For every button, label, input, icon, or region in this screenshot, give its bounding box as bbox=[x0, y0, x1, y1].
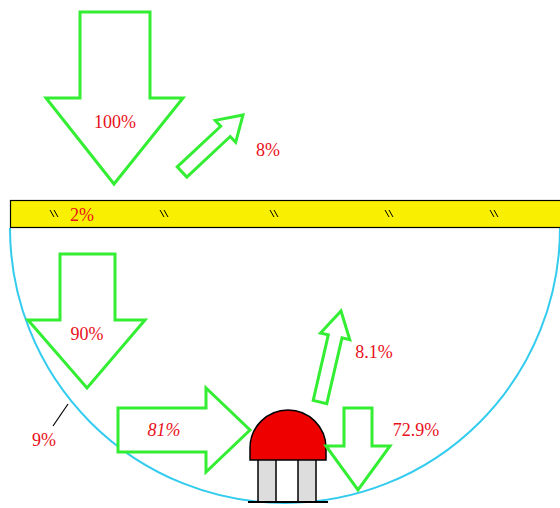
arrow-shape bbox=[118, 388, 250, 472]
flow-arrow: 81% bbox=[116, 386, 254, 478]
node-outline bbox=[116, 386, 254, 478]
glass-mark bbox=[50, 210, 54, 217]
glass-mark bbox=[490, 210, 494, 217]
glass-mark bbox=[385, 210, 389, 217]
percent-label: 72.9% bbox=[393, 421, 440, 439]
glass-mark bbox=[54, 210, 58, 217]
percent-value: 100% bbox=[94, 113, 136, 131]
leader-line bbox=[53, 404, 68, 426]
node-outline bbox=[26, 252, 148, 392]
glass-mark bbox=[160, 210, 164, 217]
percent-value: 2% bbox=[70, 206, 94, 224]
flow-arrow bbox=[177, 115, 243, 177]
glass-mark bbox=[164, 210, 168, 217]
flow-arrow: 90% bbox=[26, 252, 148, 392]
glass-mark bbox=[270, 210, 274, 217]
percent-value: 90% bbox=[71, 325, 104, 343]
band-fill bbox=[11, 201, 560, 228]
arrow-shape bbox=[28, 254, 145, 388]
percent-label: 9% bbox=[32, 431, 56, 449]
percent-label: 8.1% bbox=[355, 343, 393, 361]
receiver-device bbox=[248, 410, 328, 502]
arrow-shape bbox=[46, 12, 183, 184]
glass-band: 2% bbox=[10, 200, 560, 228]
glass-mark bbox=[274, 210, 278, 217]
node-outline bbox=[44, 10, 186, 188]
device-dome bbox=[250, 410, 326, 460]
flow-arrow bbox=[326, 408, 390, 490]
percent-value: 81% bbox=[148, 421, 181, 439]
flow-arrow: 100% bbox=[44, 10, 186, 188]
glass-mark bbox=[389, 210, 393, 217]
bowl-reflector bbox=[10, 228, 560, 503]
flow-arrow bbox=[313, 311, 350, 404]
percent-label: 8% bbox=[256, 141, 280, 159]
glass-mark bbox=[494, 210, 498, 217]
device-base bbox=[248, 501, 328, 503]
